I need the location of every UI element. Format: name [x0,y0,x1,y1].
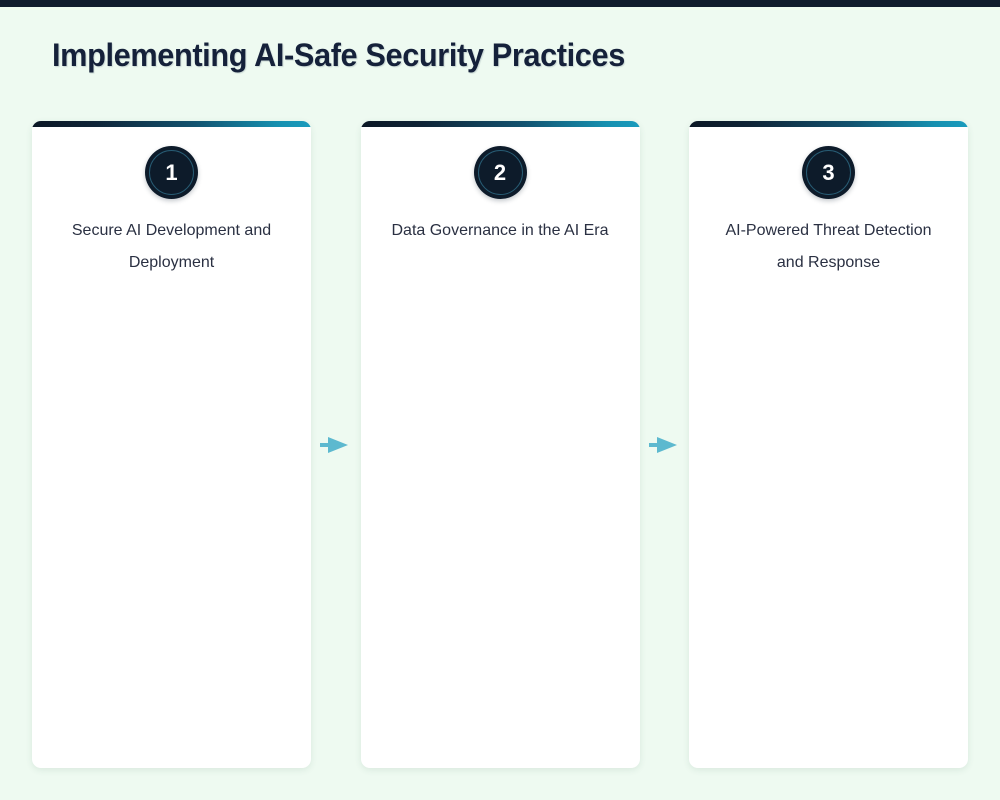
step-card-1[interactable]: 1 Secure AI Development and Deployment [32,121,311,768]
page-title: Implementing AI-Safe Security Practices [52,37,625,73]
step-card-3[interactable]: 3 AI-Powered Threat Detection and Respon… [689,121,968,768]
steps-row: 1 Secure AI Development and Deployment 2… [32,121,968,768]
step-title-2: Data Governance in the AI Era [391,222,609,239]
arrow-right-icon [320,436,349,453]
step-number-1: 1 [165,159,178,185]
card-accent-bar-2 [360,121,640,127]
step-body-3 [689,279,968,768]
step-card-2[interactable]: 2 Data Governance in the AI Era [360,121,640,768]
step-number-3: 3 [822,159,835,185]
arrow-right-icon [648,436,677,453]
step-body-1 [32,279,311,768]
step-title-3: AI-Powered Threat Detection and Response [725,222,932,271]
step-title-1: Secure AI Development and Deployment [71,222,272,271]
page-canvas: Implementing AI-Safe Security Practices … [0,7,1000,800]
step-badge-3: 3 [802,146,855,199]
connector-2 [640,121,690,768]
step-badge-1: 1 [145,146,198,199]
step-number-2: 2 [493,159,507,185]
top-accent-bar [0,0,1000,7]
step-badge-2: 2 [473,146,527,199]
card-accent-bar-1 [32,121,311,127]
card-accent-bar-3 [689,121,968,127]
step-body-2 [361,247,640,768]
connector-1 [311,121,361,768]
